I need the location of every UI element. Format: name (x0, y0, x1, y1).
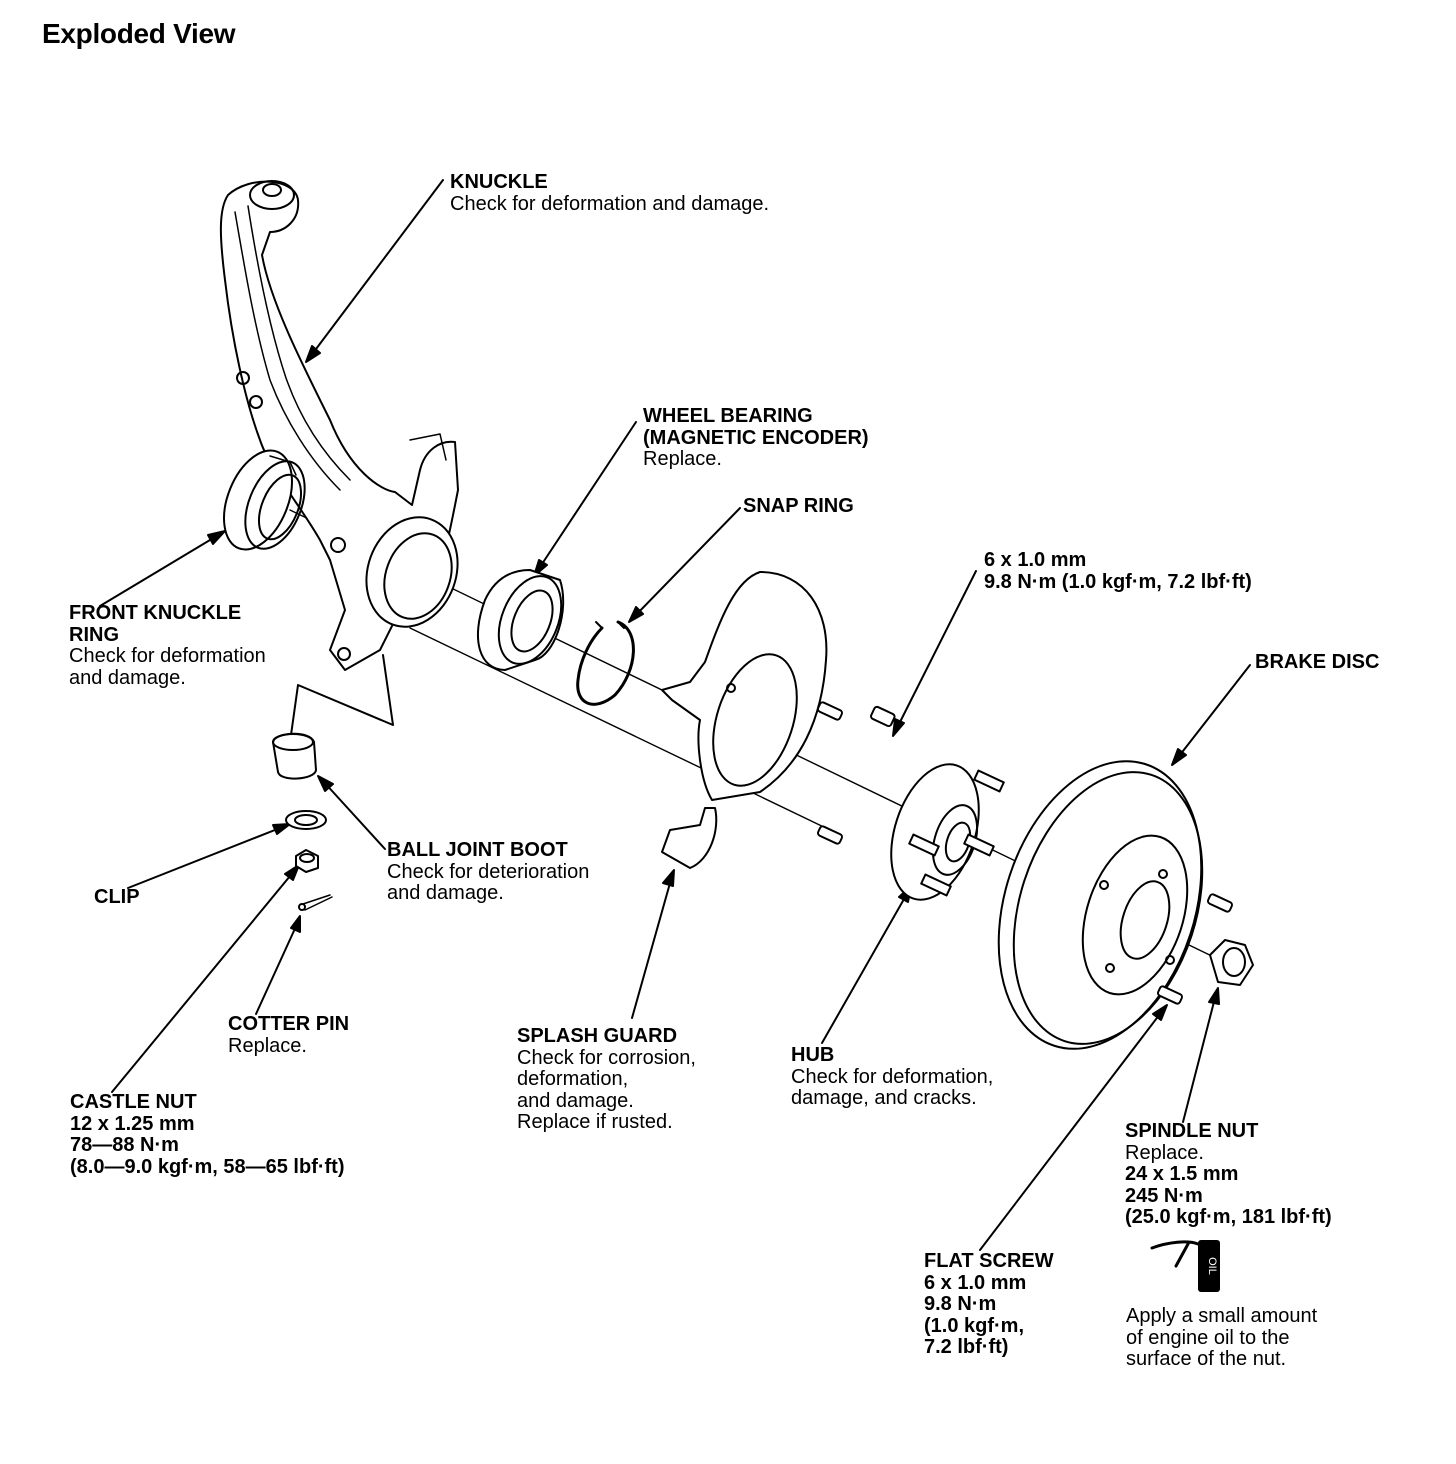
ball-joint-boot-callout: BALL JOINT BOOT Check for deterioration … (387, 839, 590, 905)
front-knuckle-ring-part (223, 449, 306, 551)
oil-note-line-2: of engine oil to the (1126, 1326, 1290, 1349)
bolt-part (870, 705, 896, 728)
splash-guard-note-4: Replace if rusted. (517, 1111, 673, 1133)
front-knuckle-ring-label: FRONT KNUCKLE (69, 602, 242, 624)
flat-screw-torque-alt-2: 7.2 lbf·ft) (924, 1336, 1009, 1358)
bolt-spec-size: 6 x 1.0 mm (984, 549, 1087, 571)
spindle-nut-torque-alt: (25.0 kgf·m, 181 lbf·ft) (1125, 1206, 1332, 1228)
front-knuckle-ring-label-2: RING (69, 623, 119, 646)
ball-joint-boot-note-2: and damage. (387, 882, 504, 904)
spindle-nut-size: 24 x 1.5 mm (1125, 1163, 1239, 1185)
front-knuckle-ring-callout: FRONT KNUCKLE RING Check for deformation… (69, 602, 266, 689)
castle-nut-torque: 78—88 N·m (70, 1134, 179, 1156)
cotter-pin-callout: COTTER PIN Replace. (228, 1013, 350, 1057)
hub-label: HUB (791, 1044, 835, 1066)
oil-note-callout: Apply a small amount of engine oil to th… (1126, 1305, 1318, 1371)
hub-note-2: damage, and cracks. (791, 1087, 977, 1109)
castle-nut-callout: CASTLE NUT 12 x 1.25 mm 78—88 N·m (8.0—9… (70, 1091, 345, 1178)
splash-guard-callout: SPLASH GUARD Check for corrosion, deform… (517, 1025, 696, 1134)
spindle-nut-label: SPINDLE NUT (1125, 1120, 1259, 1142)
spindle-nut-torque: 245 N·m (1125, 1184, 1203, 1207)
flat-screw-torque-alt: (1.0 kgf·m, (924, 1314, 1025, 1337)
knuckle-label: KNUCKLE (450, 171, 548, 193)
oil-icon-label: OIL (1206, 1257, 1218, 1275)
spindle-nut-part (1209, 939, 1254, 986)
small-parts (272, 732, 333, 911)
spindle-nut-callout: SPINDLE NUT Replace. 24 x 1.5 mm 245 N·m… (1125, 1120, 1332, 1229)
spindle-nut-note: Replace. (1125, 1141, 1204, 1164)
front-knuckle-ring-note-2: and damage. (69, 666, 186, 689)
wheel-bearing-callout: WHEEL BEARING (MAGNETIC ENCODER) Replace… (643, 405, 869, 471)
castle-nut-size: 12 x 1.25 mm (70, 1112, 195, 1135)
splash-guard-note-1: Check for corrosion, (517, 1046, 696, 1069)
oil-note-line-1: Apply a small amount (1126, 1305, 1318, 1327)
knuckle-part (219, 180, 459, 671)
flat-screw-label: FLAT SCREW (924, 1250, 1054, 1272)
cotter-pin-note: Replace. (228, 1034, 307, 1057)
clip-label: CLIP (94, 886, 140, 908)
ball-joint-boot-note: Check for deterioration (387, 860, 590, 883)
oil-can-icon: OIL (1150, 1240, 1220, 1292)
brake-disc-part (997, 760, 1234, 1050)
front-knuckle-ring-note: Check for deformation (69, 645, 266, 667)
oil-note-line-3: surface of the nut. (1126, 1348, 1287, 1370)
wheel-bearing-part (476, 569, 565, 671)
hub-callout: HUB Check for deformation, damage, and c… (791, 1044, 994, 1110)
bolt-spec-torque: 9.8 N·m (1.0 kgf·m, 7.2 lbf·ft) (984, 570, 1252, 593)
splash-guard-label: SPLASH GUARD (517, 1025, 678, 1047)
wheel-bearing-label: WHEEL BEARING (643, 405, 813, 427)
snap-ring-label: SNAP RING (743, 495, 854, 517)
clip-callout: CLIP (94, 886, 140, 909)
wheel-bearing-note: Replace. (643, 448, 722, 470)
splash-guard-note-2: deformation, (517, 1068, 629, 1090)
snap-ring-callout: SNAP RING (743, 495, 854, 518)
castle-nut-label: CASTLE NUT (70, 1091, 197, 1113)
bolt-spec-callout: 6 x 1.0 mm 9.8 N·m (1.0 kgf·m, 7.2 lbf·f… (984, 549, 1252, 593)
splash-guard-note-3: and damage. (517, 1089, 634, 1112)
cotter-pin-label: COTTER PIN (228, 1013, 350, 1035)
ball-joint-boot-label: BALL JOINT BOOT (387, 839, 568, 861)
flat-screw-callout: FLAT SCREW 6 x 1.0 mm 9.8 N·m (1.0 kgf·m… (924, 1250, 1054, 1359)
brake-disc-callout: BRAKE DISC (1255, 651, 1380, 674)
hub-note: Check for deformation, (791, 1065, 994, 1088)
flat-screw-torque: 9.8 N·m (924, 1293, 997, 1315)
splash-guard-part (661, 571, 844, 869)
wheel-bearing-sub-label: (MAGNETIC ENCODER) (643, 426, 869, 449)
page-title: Exploded View (42, 18, 236, 49)
knuckle-callout: KNUCKLE Check for deformation and damage… (450, 171, 770, 215)
flat-screw-size: 6 x 1.0 mm (924, 1271, 1027, 1294)
knuckle-note: Check for deformation and damage. (450, 192, 770, 215)
brake-disc-label: BRAKE DISC (1255, 651, 1380, 673)
castle-nut-torque-alt: (8.0—9.0 kgf·m, 58—65 lbf·ft) (70, 1155, 345, 1178)
hub-part (890, 763, 1005, 901)
snap-ring-part (576, 620, 635, 706)
